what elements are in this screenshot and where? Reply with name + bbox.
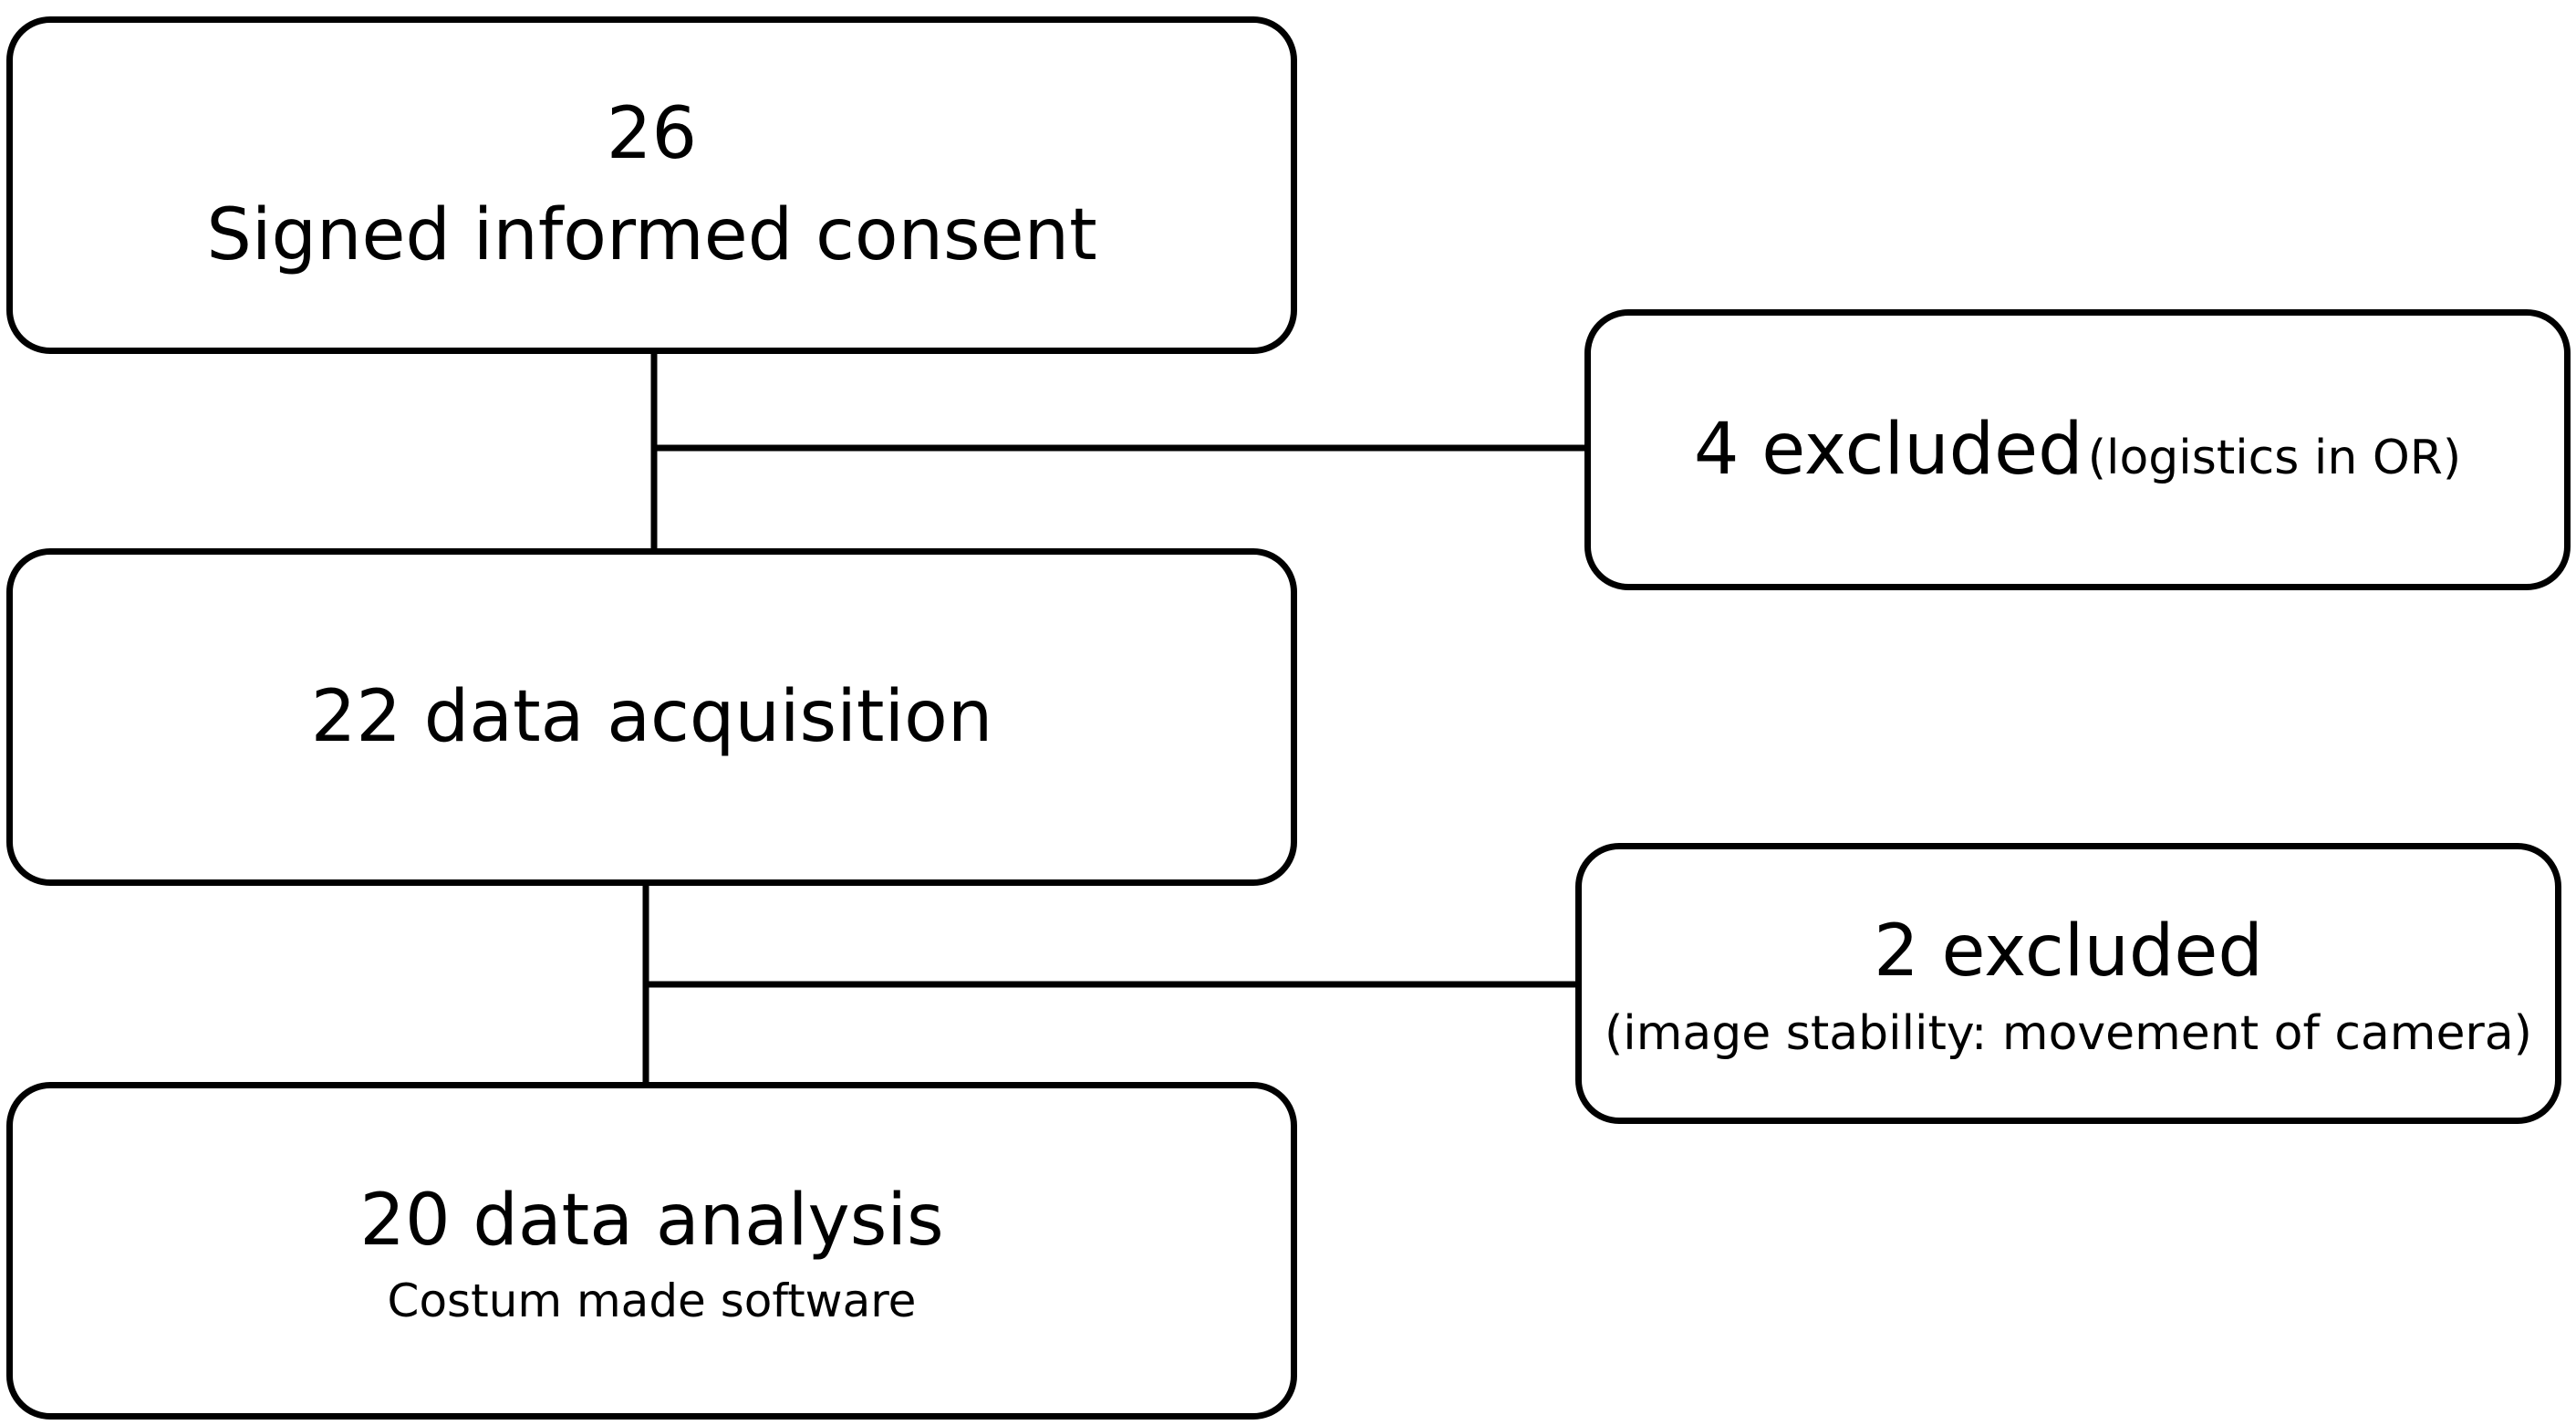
excluded-1-label: 4 excluded — [1693, 408, 2083, 491]
excluded-2-note: (image stability: movement of camera) — [1605, 1006, 2532, 1062]
analysis-box: 20 data analysis Costum made software — [6, 1082, 1297, 1420]
consent-count: 26 — [606, 93, 698, 176]
acquisition-box: 22 data acquisition — [6, 548, 1297, 886]
excluded-box-2: 2 excluded (image stability: movement of… — [1575, 843, 2561, 1124]
acquisition-label: 22 data acquisition — [310, 675, 993, 758]
analysis-sublabel: Costum made software — [387, 1274, 917, 1327]
excluded-2-label: 2 excluded — [1874, 910, 2263, 993]
consent-box: 26 Signed informed consent — [6, 16, 1297, 354]
excluded-1-row: 4 excluded (logistics in OR) — [1694, 400, 2461, 501]
excluded-1-note: (logistics in OR) — [2087, 430, 2462, 485]
analysis-label: 20 data analysis — [359, 1180, 944, 1263]
excluded-box-1: 4 excluded (logistics in OR) — [1584, 309, 2571, 590]
consent-label: Signed informed consent — [206, 194, 1097, 276]
